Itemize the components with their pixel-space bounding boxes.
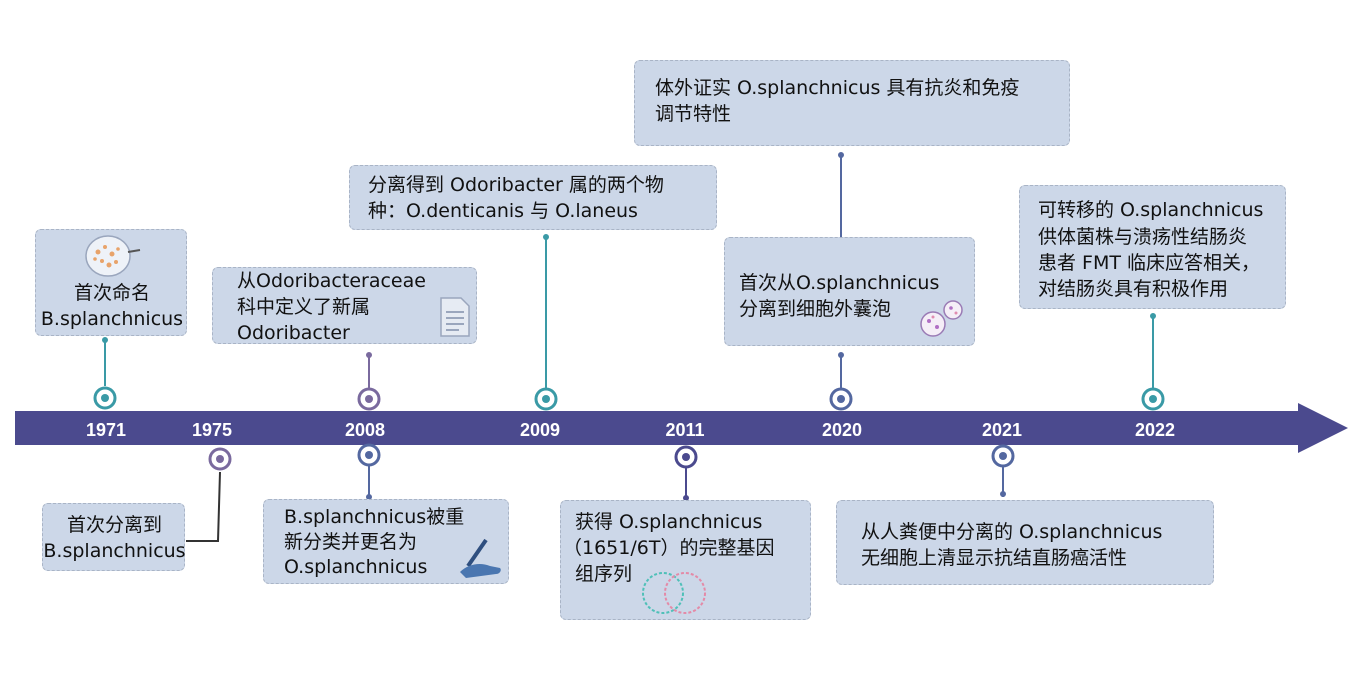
- event-text-2008-upper-line2: 科中定义了新属: [237, 296, 371, 318]
- event-text-2008-upper-line1: 从Odoribacteraceae: [237, 270, 426, 292]
- petri-dish-icon: [85, 235, 141, 277]
- year-label-2020: 2020: [821, 420, 863, 440]
- event-text-2022-line2: 供体菌株与溃疡性结肠炎: [1038, 226, 1248, 248]
- event-text-1971-line2: B.splanchnicus: [40, 308, 184, 330]
- year-label-1975: 1975: [191, 420, 233, 440]
- event-text-2021-line1: 从人粪便中分离的 O.splanchnicus: [861, 521, 1163, 543]
- event-box-2020-upper: 体外证实 O.splanchnicus 具有抗炎和免疫 调节特性: [634, 60, 1070, 146]
- hand-writing-icon: [460, 538, 501, 578]
- event-box-2011: 获得 O.splanchnicus （1651/6T）的完整基因 组序列: [560, 500, 811, 620]
- event-text-2020-upper-line1: 体外证实 O.splanchnicus 具有抗炎和免疫: [655, 77, 1020, 99]
- marker-2022: [1141, 387, 1165, 411]
- event-text-2021-line2: 无细胞上清显示抗结直肠癌活性: [861, 547, 1128, 569]
- event-text-2020-lower-line2: 分离到细胞外囊泡: [739, 298, 892, 320]
- document-icon: [440, 297, 470, 337]
- marker-2008a: [357, 387, 381, 411]
- event-text-2008-lower-line3: O.splanchnicus: [284, 556, 428, 578]
- marker-1975: [208, 447, 232, 471]
- marker-1971: [93, 386, 117, 410]
- event-box-2020-lower: 首次从O.splanchnicus 分离到细胞外囊泡: [724, 237, 975, 346]
- event-text-2020-upper-line2: 调节特性: [655, 103, 732, 125]
- event-text-2022-line1: 可转移的 O.splanchnicus: [1038, 199, 1264, 221]
- event-box-2022: 可转移的 O.splanchnicus 供体菌株与溃疡性结肠炎 患者 FMT 临…: [1019, 185, 1286, 309]
- event-text-2008-upper-line3: Odoribacter: [237, 322, 350, 344]
- event-text-2020-lower-line1: 首次从O.splanchnicus: [739, 272, 940, 294]
- event-text-2011-line2: （1651/6T）的完整基因: [563, 537, 775, 559]
- event-text-2022-line3: 患者 FMT 临床应答相关，: [1038, 252, 1261, 274]
- connector-1975: [186, 471, 221, 542]
- year-label-2009: 2009: [519, 420, 561, 440]
- event-text-2022-line4: 对结肠炎具有积极作用: [1038, 278, 1229, 300]
- year-label-1971: 1971: [85, 420, 127, 440]
- event-box-2021: 从人粪便中分离的 O.splanchnicus 无细胞上清显示抗结直肠癌活性: [836, 500, 1214, 585]
- event-text-1975-line1: 首次分离到: [66, 514, 162, 536]
- event-text-2009-line1: 分离得到 Odoribacter 属的两个物: [368, 174, 664, 196]
- year-label-2022: 2022: [1134, 420, 1176, 440]
- venn-circles-icon: [642, 572, 706, 614]
- event-text-2008-lower-line2: 新分类并更名为: [284, 531, 418, 553]
- event-text-2011-line1: 获得 O.splanchnicus: [575, 511, 763, 533]
- year-label-2008: 2008: [344, 420, 386, 440]
- event-text-2008-lower-line1: B.splanchnicus被重: [284, 506, 465, 528]
- event-text-1971-line1: 首次命名: [73, 282, 150, 304]
- marker-2021: [991, 444, 1015, 468]
- event-box-2008-upper: 从Odoribacteraceae 科中定义了新属 Odoribacter: [212, 267, 477, 344]
- marker-2008b: [357, 443, 381, 467]
- event-text-1975-line2: B.splanchnicus: [43, 540, 186, 562]
- marker-2009: [534, 387, 558, 411]
- event-box-2009: 分离得到 Odoribacter 属的两个物 种：O.denticanis 与 …: [349, 165, 717, 230]
- event-box-2008-lower: B.splanchnicus被重 新分类并更名为 O.splanchnicus: [263, 499, 509, 584]
- timeline-axis-arrow: [15, 403, 1348, 453]
- year-label-2021: 2021: [981, 420, 1023, 440]
- vesicles-icon: [920, 300, 963, 337]
- event-box-1971: 首次命名 B.splanchnicus: [35, 229, 187, 336]
- event-box-1975: 首次分离到 B.splanchnicus: [42, 503, 186, 571]
- marker-2020: [829, 387, 853, 411]
- marker-2011: [674, 445, 698, 469]
- year-label-2011: 2011: [665, 420, 705, 440]
- event-text-2009-line2: 种：O.denticanis 与 O.laneus: [368, 200, 638, 222]
- event-text-2011-line3: 组序列: [575, 563, 633, 585]
